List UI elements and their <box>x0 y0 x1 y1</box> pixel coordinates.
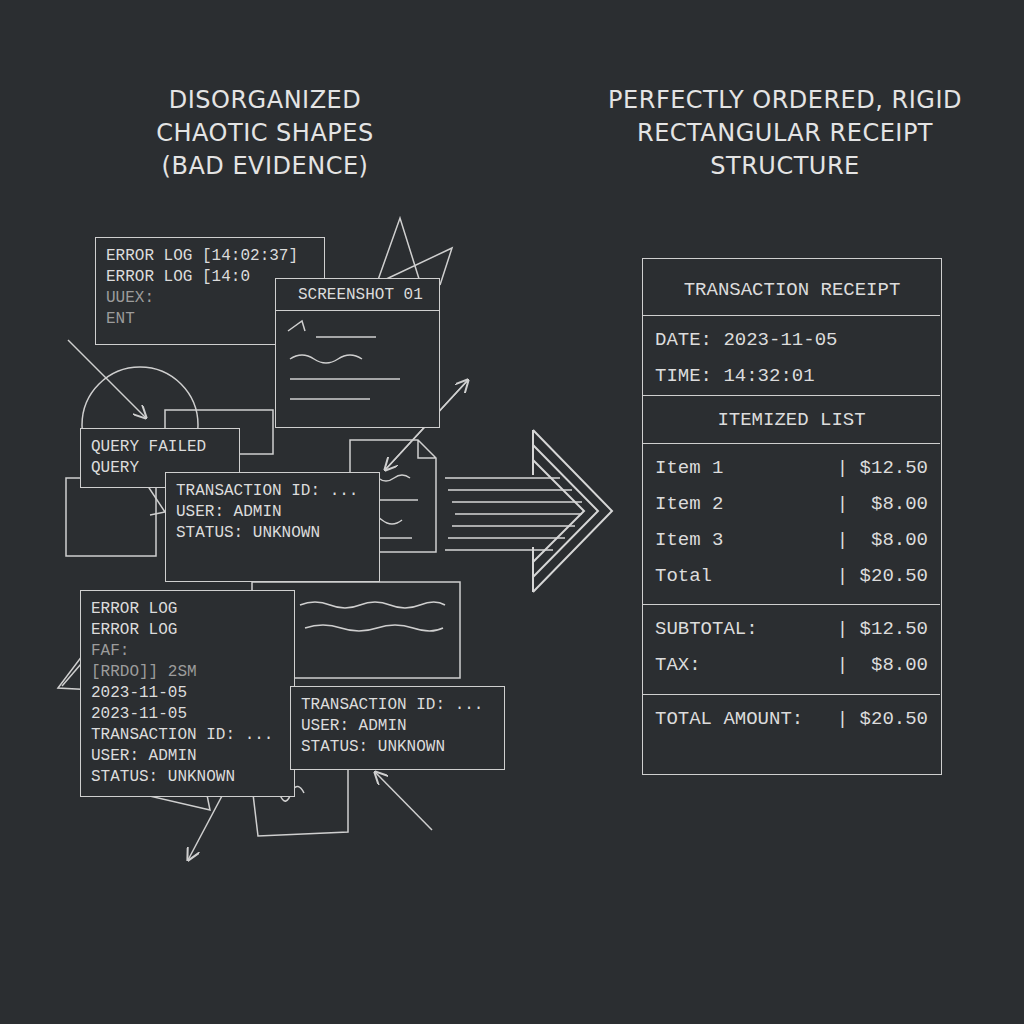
box-text: DATE: 2023-11-05 <box>655 328 928 352</box>
box-text: STATUS: UNKNOWN <box>301 737 494 758</box>
name-cell: SUBTOTAL: <box>655 617 837 641</box>
heading: PERFECTLY ORDERED, RIGID RECTANGULAR REC… <box>605 84 965 183</box>
log-card: ERROR LOGERROR LOGFAF:[RRDO]] 2SM2023-11… <box>80 590 295 797</box>
box-text: STATUS: UNKNOWN <box>176 523 369 544</box>
table-grid: Item 1| $12.50Item 2| $8.00Item 3| $8.00… <box>655 456 928 588</box>
name-cell: Item 1 <box>655 456 837 480</box>
box-text: USER: ADMIN <box>301 716 494 737</box>
box-text: QUERY FAILED <box>91 437 229 458</box>
screenshot-card: SCREENSHOT 01 <box>275 278 440 428</box>
value-cell: | $12.50 <box>837 456 928 480</box>
box-text: TRANSACTION ID: ... <box>176 481 369 502</box>
box-text: 2023-11-05 <box>91 683 284 704</box>
box-text: TRANSACTION ID: ... <box>301 695 494 716</box>
wave-scribble <box>272 600 445 660</box>
value-cell: | $20.50 <box>837 564 928 588</box>
chevron <box>532 430 534 592</box>
box-text: [RRDO]] 2SM <box>91 662 284 683</box>
value-cell: | $8.00 <box>837 653 928 677</box>
back-card <box>66 478 156 556</box>
box-text: TRANSACTION RECEIPT <box>643 259 941 302</box>
value-cell: | $20.50 <box>837 707 928 731</box>
box-text: ERROR LOG [14:02:37] <box>106 246 314 267</box>
box-text: FAF: <box>91 641 284 662</box>
chevron <box>533 445 598 577</box>
box-text: TRANSACTION ID: ... <box>91 725 284 746</box>
name-cell: Item 3 <box>655 528 837 552</box>
box-text: ITEMIZED LIST <box>655 408 928 432</box>
box-text: ERROR LOG <box>91 620 284 641</box>
box-text: ERROR LOG <box>91 599 284 620</box>
speed-lines <box>445 478 582 550</box>
table-grid: TOTAL AMOUNT:| $20.50 <box>655 707 928 731</box>
box-text: TIME: 14:32:01 <box>655 364 928 388</box>
box-text: SCREENSHOT 01 <box>276 283 439 311</box>
transaction-card: TRANSACTION ID: ...USER: ADMINSTATUS: UN… <box>165 472 380 582</box>
total-row: TOTAL AMOUNT:| $20.50 <box>643 694 940 773</box>
value-cell: | $12.50 <box>837 617 928 641</box>
chevron <box>533 460 584 562</box>
transaction-card: TRANSACTION ID: ...USER: ADMINSTATUS: UN… <box>290 686 505 770</box>
name-cell: Total <box>655 564 837 588</box>
chevron <box>533 430 612 592</box>
box-text: 2023-11-05 <box>91 704 284 725</box>
value-cell: | $8.00 <box>837 528 928 552</box>
box-text: STATUS: UNKNOWN <box>91 767 284 788</box>
table-grid: SUBTOTAL:| $12.50TAX:| $8.00 <box>655 617 928 677</box>
box-text: USER: ADMIN <box>176 502 369 523</box>
receipt-section: ITEMIZED LIST <box>643 395 940 443</box>
name-cell: Item 2 <box>655 492 837 516</box>
box-text: USER: ADMIN <box>91 746 284 767</box>
name-cell: TOTAL AMOUNT: <box>655 707 837 731</box>
total-table: SUBTOTAL:| $12.50TAX:| $8.00 <box>643 604 940 694</box>
chaos-arrow <box>375 772 432 830</box>
transform-arrow <box>445 430 612 592</box>
name-cell: TAX: <box>655 653 837 677</box>
item-table: Item 1| $12.50Item 2| $8.00Item 3| $8.00… <box>643 443 940 604</box>
value-cell: | $8.00 <box>837 492 928 516</box>
chaos-arrow <box>68 340 146 418</box>
heading: DISORGANIZED CHAOTIC SHAPES (BAD EVIDENC… <box>125 84 405 183</box>
receipt-box: TRANSACTION RECEIPT DATE: 2023-11-05TIME:… <box>642 258 942 775</box>
